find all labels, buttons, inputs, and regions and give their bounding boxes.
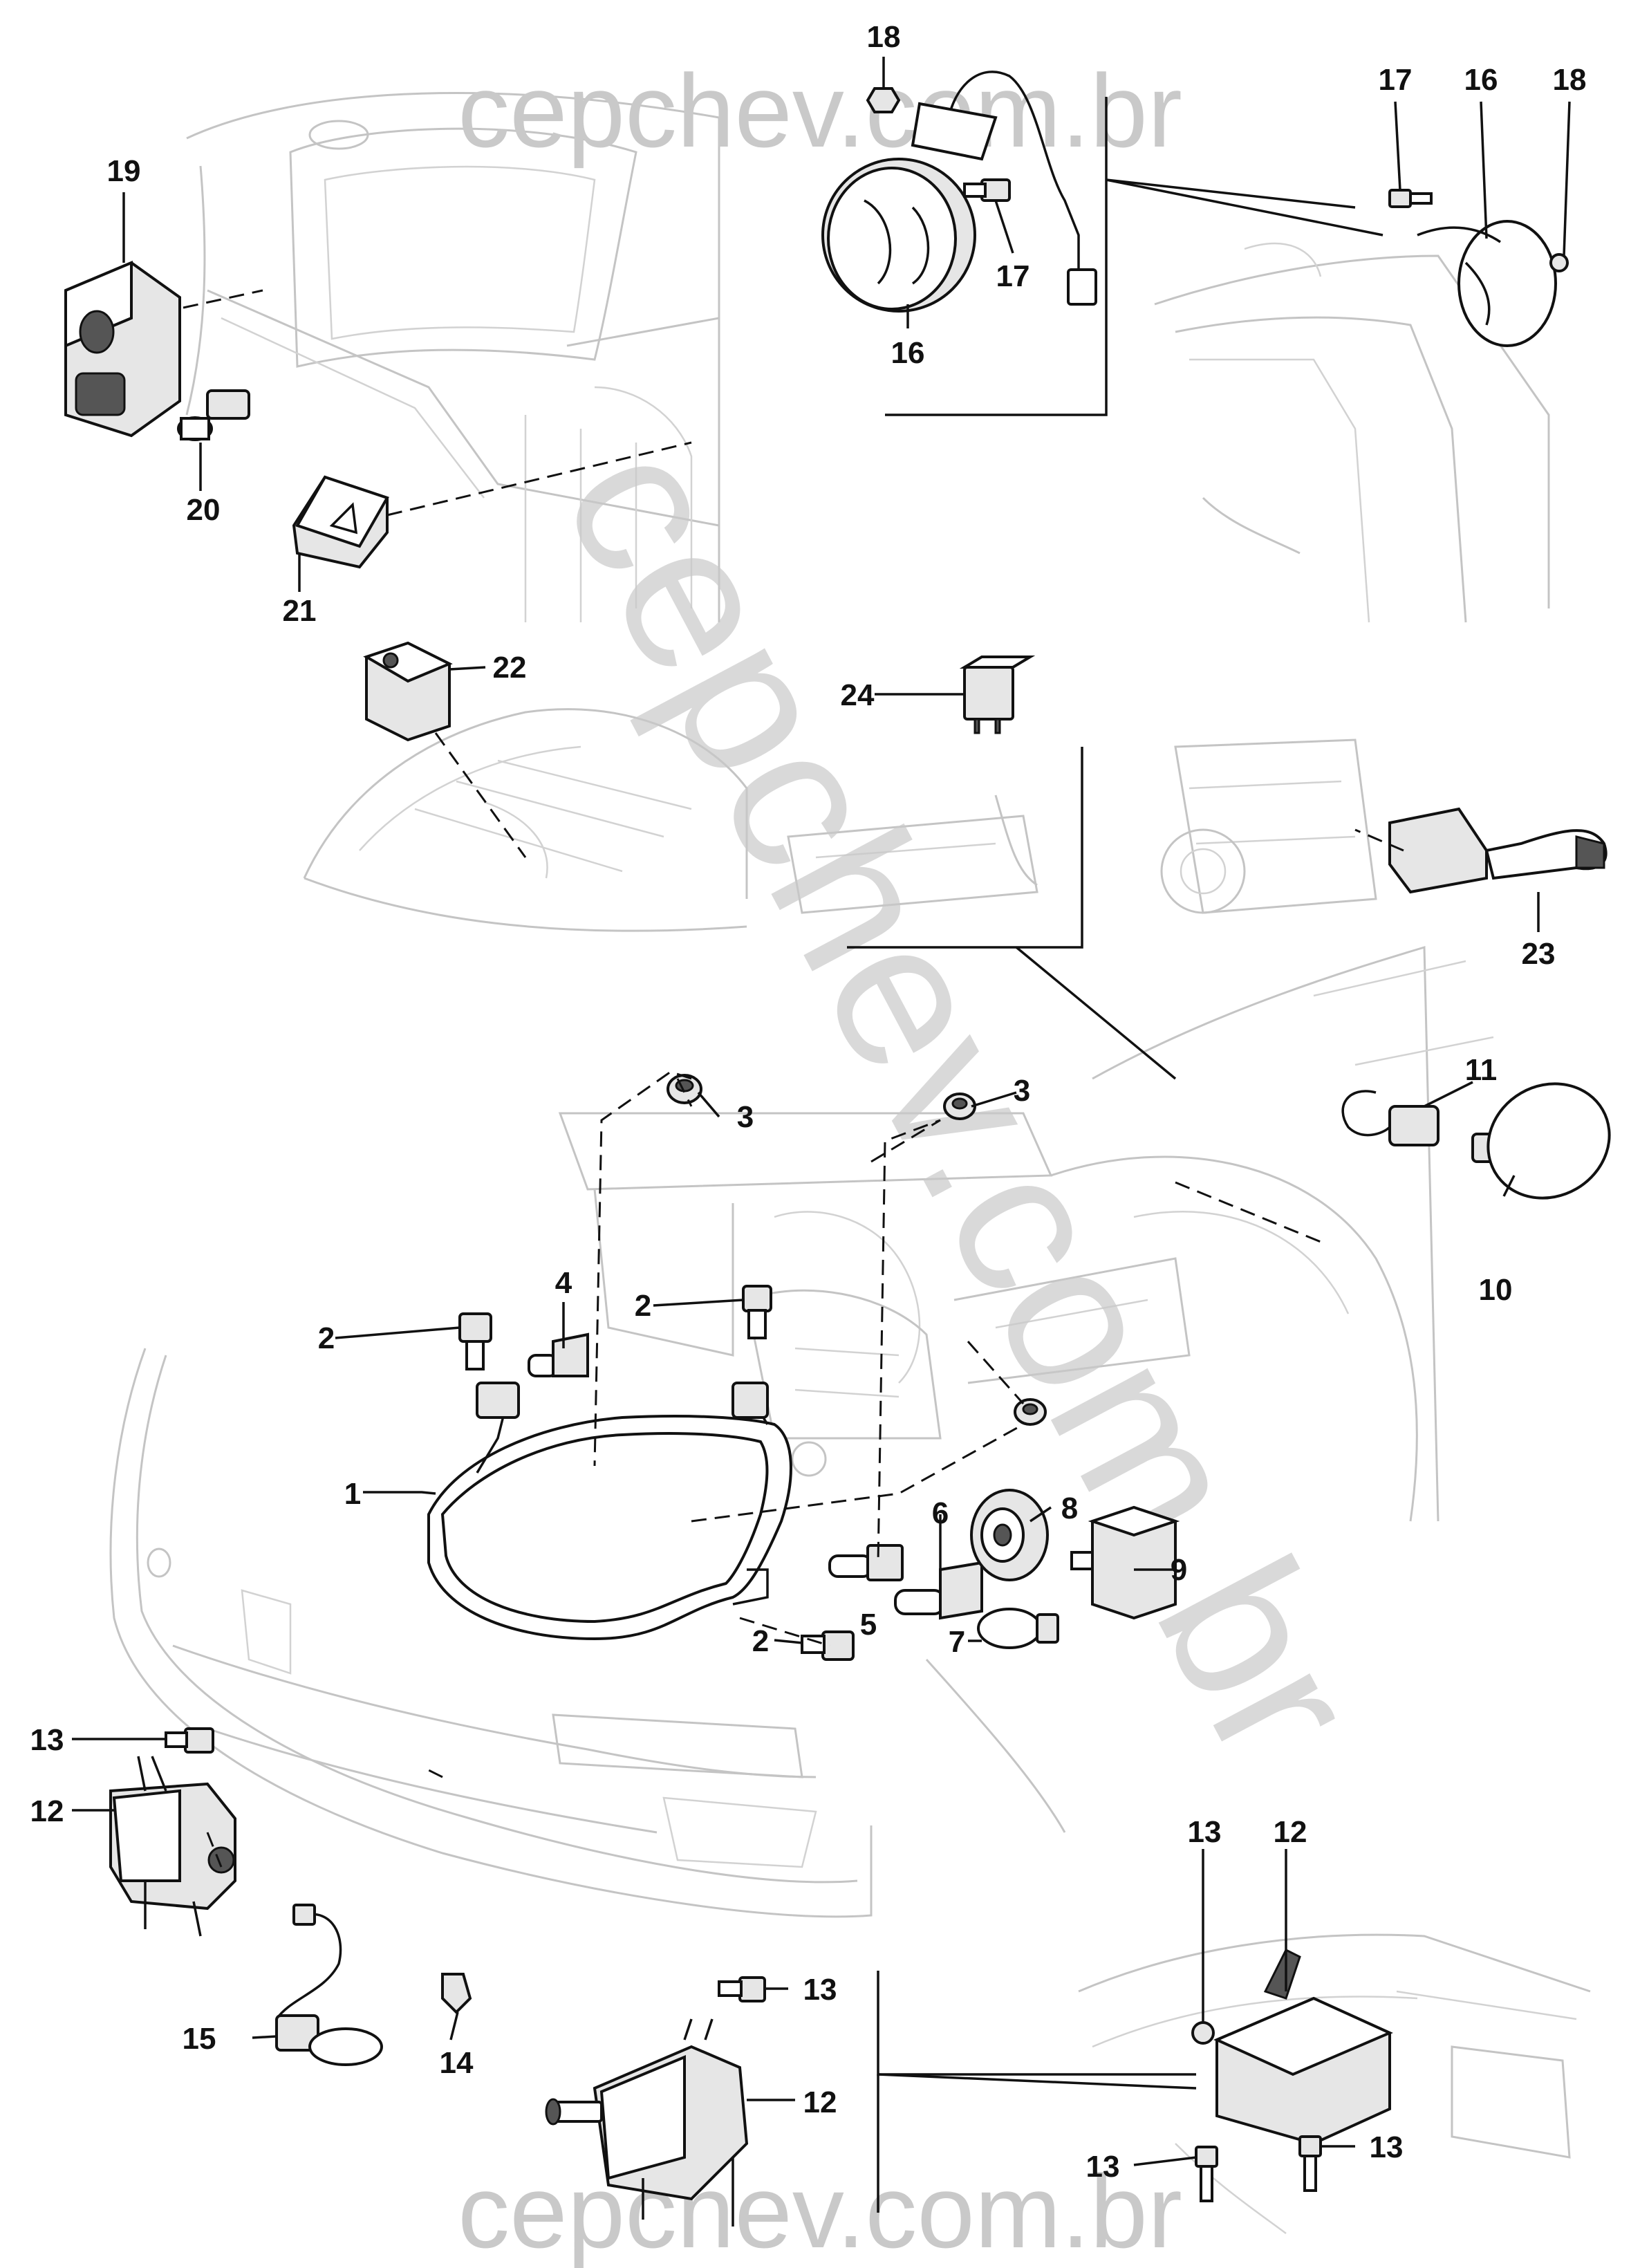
part-2-bolt-b bbox=[742, 1285, 772, 1339]
ghost-console-center-left bbox=[303, 708, 748, 932]
callout-17: 17 bbox=[1379, 63, 1413, 97]
ghost-dashboard-top-left bbox=[185, 91, 720, 622]
part-17-bolt-top bbox=[963, 178, 1011, 202]
part-13-screw-installed-br bbox=[1298, 2135, 1322, 2192]
part-3-grommet-c bbox=[1014, 1398, 1047, 1426]
part-6-bulb bbox=[894, 1561, 983, 1620]
callout-6: 6 bbox=[932, 1496, 949, 1530]
callout-20: 20 bbox=[187, 493, 221, 527]
part-5-bulb bbox=[828, 1544, 904, 1581]
part-11-side-repeater-socket bbox=[1341, 1090, 1439, 1146]
part-12-fog-lamp-middle bbox=[545, 2018, 749, 2227]
part-24-relay bbox=[959, 656, 1036, 734]
part-19-light-switch bbox=[64, 260, 181, 438]
callout-19: 19 bbox=[107, 154, 141, 188]
callout-3: 3 bbox=[737, 1100, 754, 1134]
callout-24: 24 bbox=[841, 678, 875, 712]
part-12-fog-lamp-installed bbox=[1213, 1948, 1393, 2146]
part-16-fog-lamp bbox=[821, 71, 1097, 313]
callout-2: 2 bbox=[635, 1289, 651, 1323]
callout-2: 2 bbox=[318, 1321, 335, 1355]
part-1-headlamp bbox=[427, 1382, 792, 1641]
part-18-nut-top bbox=[866, 87, 901, 113]
callout-13: 13 bbox=[30, 1723, 64, 1757]
callout-18: 18 bbox=[867, 20, 901, 54]
watermark-bottom: cepchev.com.br bbox=[458, 2153, 1182, 2268]
callout-9: 9 bbox=[1171, 1553, 1187, 1587]
part-13-screw-installed-top bbox=[1191, 2021, 1215, 2045]
part-9-leveling-motor bbox=[1070, 1505, 1180, 1620]
callout-3: 3 bbox=[1014, 1074, 1030, 1108]
part-13-screw-left bbox=[165, 1727, 214, 1754]
link-lines bbox=[847, 97, 1383, 2213]
callout-17: 17 bbox=[996, 259, 1030, 293]
callout-1: 1 bbox=[344, 1477, 361, 1511]
ghost-radiator-support bbox=[558, 1112, 1191, 1477]
ghost-fog-lamp-bumper-top-right bbox=[1154, 243, 1550, 623]
callout-leaders bbox=[72, 57, 1571, 2166]
part-14-bulb bbox=[441, 1973, 472, 2014]
part-2-bolt-c bbox=[801, 1630, 855, 1661]
assembly-guides bbox=[183, 289, 1404, 1868]
part-15-fog-bulb bbox=[275, 1904, 383, 2066]
callout-labels: 1 2 2 2 3 3 4 5 6 7 8 9 10 11 12 12 12 1… bbox=[30, 20, 1587, 2184]
callout-7: 7 bbox=[949, 1625, 965, 1659]
callout-21: 21 bbox=[283, 594, 317, 628]
callout-4: 4 bbox=[555, 1266, 572, 1300]
part-20-bulb-socket bbox=[177, 389, 250, 441]
callout-14: 14 bbox=[440, 2046, 474, 2080]
part-7-bulb bbox=[977, 1608, 1059, 1649]
callout-16: 16 bbox=[1464, 63, 1498, 97]
part-3-grommet-a bbox=[667, 1074, 702, 1104]
part-8-dust-cap bbox=[970, 1489, 1049, 1581]
part-2-bolt-a bbox=[458, 1312, 492, 1370]
ghost-relay-harness bbox=[787, 794, 1038, 914]
callout-18: 18 bbox=[1553, 63, 1587, 97]
watermark-top: cepchev.com.br bbox=[458, 53, 1182, 169]
callout-12: 12 bbox=[1274, 1815, 1307, 1849]
part-18-nut-installed bbox=[1549, 253, 1569, 272]
callout-13: 13 bbox=[1086, 2150, 1120, 2184]
callout-13: 13 bbox=[1188, 1815, 1222, 1849]
part-16-fog-lamp-installed bbox=[1417, 220, 1557, 347]
callout-12: 12 bbox=[803, 2085, 837, 2119]
callout-12: 12 bbox=[30, 1794, 64, 1828]
part-23-turn-signal-stalk bbox=[1388, 807, 1608, 894]
part-22-switch bbox=[363, 641, 453, 742]
callout-11: 11 bbox=[1465, 1053, 1498, 1087]
part-10-side-repeater-lamp bbox=[1471, 1082, 1611, 1200]
callout-8: 8 bbox=[1061, 1491, 1078, 1525]
callout-23: 23 bbox=[1522, 937, 1556, 971]
part-17-bolt-installed bbox=[1388, 189, 1433, 208]
part-13-screw-middle bbox=[718, 1976, 766, 2002]
callout-10: 10 bbox=[1479, 1273, 1513, 1307]
part-12-fog-lamp-left bbox=[109, 1756, 236, 1937]
part-4-bulb bbox=[528, 1332, 589, 1377]
ghost-front-fender bbox=[1050, 945, 1494, 1522]
callout-15: 15 bbox=[183, 2022, 216, 2056]
part-3-grommet-b bbox=[943, 1093, 976, 1120]
callout-22: 22 bbox=[493, 651, 527, 685]
part-13-screw-installed-bl bbox=[1195, 2146, 1218, 2202]
ghost-front-bumper bbox=[109, 1348, 1066, 1918]
ghost-steering-column bbox=[1160, 738, 1377, 914]
part-21-hazard-switch bbox=[292, 475, 389, 569]
callout-16: 16 bbox=[891, 336, 925, 370]
callout-5: 5 bbox=[860, 1608, 877, 1642]
callout-13: 13 bbox=[803, 1973, 837, 2007]
callout-13: 13 bbox=[1370, 2130, 1404, 2164]
callout-2: 2 bbox=[752, 1624, 769, 1658]
